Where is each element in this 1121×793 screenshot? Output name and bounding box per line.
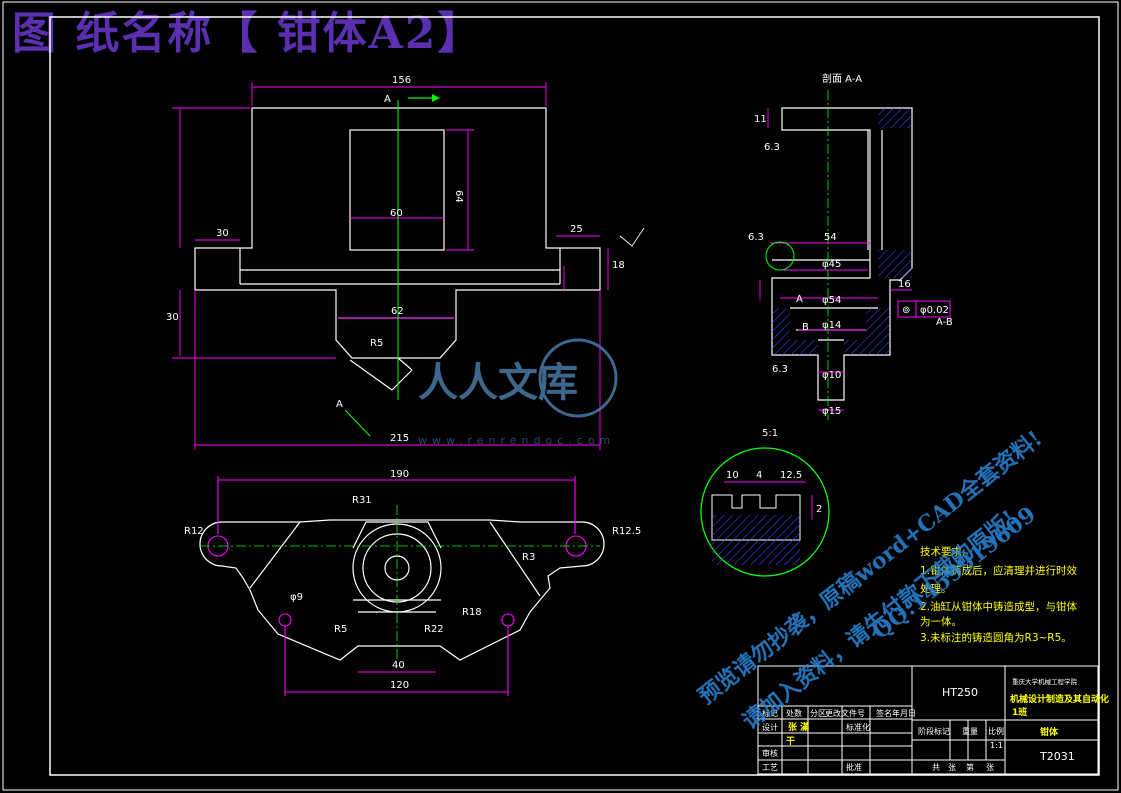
detail-dim-12-5: 12.5: [780, 470, 802, 481]
material: HT250: [942, 686, 978, 699]
notes-line: 2.油缸从钳体中铸造成型，与钳体: [920, 600, 1078, 613]
dim-11: 11: [754, 114, 767, 125]
school: 重庆大学机械工程学院: [1012, 677, 1078, 686]
sheet-label: 第: [966, 762, 974, 772]
dim-18: 18: [612, 260, 625, 271]
detail-view: [700, 447, 830, 577]
small-label: 工艺: [762, 763, 778, 772]
section-mark-top: A: [384, 94, 391, 105]
dim-r3: R3: [522, 552, 535, 563]
sheet-label: 张: [986, 763, 994, 772]
detail-dim-10: 10: [726, 470, 739, 481]
dim-16: 16: [898, 279, 911, 290]
dim-215: 215: [390, 433, 409, 444]
dim-25: 25: [570, 224, 583, 235]
row-label: 签名: [876, 708, 892, 718]
dim-r22: R22: [424, 624, 444, 635]
dim-60: 60: [390, 208, 403, 219]
dim-phi14: φ14: [822, 320, 841, 331]
dim-30-left: 30: [166, 312, 179, 323]
dim-r5-plan: R5: [334, 624, 347, 635]
dim-r5-front: R5: [370, 338, 383, 349]
notes-line: 1.钳体铸成后，应清理并进行时效: [920, 564, 1078, 577]
designer: 张 滿: [788, 721, 809, 733]
dim-r12-5: R12.5: [612, 526, 641, 537]
section-view: [759, 90, 951, 420]
class: 1班: [1012, 706, 1027, 718]
small-label: 设计: [762, 722, 778, 732]
watermark-url: www.renrendoc.com: [418, 434, 615, 447]
dim-6-3-bottom: 6.3: [772, 364, 788, 375]
row-label: 处数: [786, 708, 802, 718]
dim-r31: R31: [352, 495, 372, 506]
datum-b: B: [802, 322, 809, 333]
sheet-label: 张: [948, 763, 956, 772]
dim-62: 62: [391, 306, 404, 317]
notes-line: 处理。: [920, 583, 952, 595]
front-view: [172, 82, 645, 450]
dim-r18: R18: [462, 607, 482, 618]
dim-6-3-mid: 6.3: [748, 232, 764, 243]
notes-heading: 技术要求:: [920, 545, 966, 558]
dim-64: 64: [453, 190, 464, 203]
dim-r12: R12: [184, 526, 204, 537]
dimension-labels: 156 64 60 30 25 18 62 R5 215 30 A A 剖面 A…: [166, 72, 953, 691]
dim-phi9: φ9: [290, 592, 303, 603]
tolerance-symbol: ⊚: [902, 305, 910, 316]
tolerance-value: φ0.02: [920, 305, 949, 316]
dim-190: 190: [390, 469, 409, 480]
watermark-logo: 人人文库: [418, 360, 578, 406]
detail-dim-4: 4: [756, 470, 762, 481]
dim-phi15: φ15: [822, 406, 841, 417]
notes-line: 为一体。: [920, 616, 962, 628]
title-block-text: HT250 重庆大学机械工程学院 机械设计制造及其自动化 1班 钳体 T2031…: [762, 677, 1109, 772]
datum-a: A: [796, 294, 803, 305]
small-label: 审核: [762, 748, 778, 758]
sheet-label: 共: [932, 763, 940, 772]
part-name: 钳体: [1040, 726, 1059, 738]
tolerance-datum: A-B: [936, 317, 953, 328]
title-block: [757, 665, 1099, 775]
stage-label: 阶段标记: [918, 726, 950, 736]
dim-54: 54: [824, 232, 837, 243]
major: 机械设计制造及其自动化: [1010, 693, 1109, 705]
row-label: 年月日: [892, 708, 916, 718]
technical-notes: 技术要求: 1.钳体铸成后，应清理并进行时效 处理。 2.油缸从钳体中铸造成型，…: [920, 545, 1078, 644]
dim-156: 156: [392, 75, 411, 86]
scale: 1:1: [990, 741, 1003, 750]
small-label: 批准: [846, 762, 862, 772]
section-mark-bottom: A: [336, 399, 343, 410]
dim-phi10: φ10: [822, 370, 841, 381]
section-title: 剖面 A-A: [822, 72, 862, 85]
plan-view: [199, 476, 605, 696]
notes-line: 3.未标注的铸造圆角为R3~R5。: [920, 631, 1072, 644]
row-label: 更改文件号: [825, 708, 865, 718]
drawing-number: T2031: [1039, 750, 1075, 763]
row-label: 分区: [810, 709, 826, 718]
stage-label: 重量: [962, 726, 978, 736]
dim-40: 40: [392, 660, 405, 671]
dim-phi54: φ54: [822, 295, 841, 306]
dim-6-3-top: 6.3: [764, 142, 780, 153]
dim-phi45: φ45: [822, 259, 841, 270]
dim-30: 30: [216, 228, 229, 239]
dim-120: 120: [390, 680, 409, 691]
scale-5-1: 5:1: [762, 428, 778, 439]
small-label: 标准化: [846, 722, 870, 732]
inner-border: [49, 16, 1100, 776]
row-label: 标记: [762, 708, 778, 718]
stage-label: 比例: [988, 726, 1004, 736]
check: 干: [786, 736, 795, 747]
detail-dim-2: 2: [816, 504, 822, 515]
